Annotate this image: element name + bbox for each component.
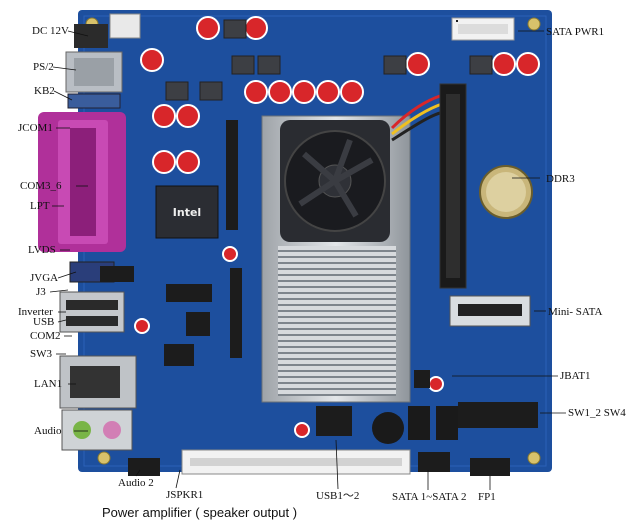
label-usb1-2: USB1～2	[316, 490, 360, 502]
label-mini-sata: Mini- SATA	[548, 306, 603, 318]
audio-jacks	[61, 409, 133, 451]
label-ddr3: DDR3	[546, 173, 575, 185]
label-kb2: KB2	[34, 85, 55, 97]
caption-power-amplifier: Power amplifier ( speaker output )	[102, 505, 298, 520]
capacitors	[134, 16, 540, 438]
mounting-hole	[527, 451, 541, 465]
label-audio2: Audio 2	[118, 477, 154, 489]
dc-jack	[74, 24, 108, 48]
label-com3-6: COM3_6	[20, 180, 62, 192]
sata-port	[408, 406, 430, 440]
kb2-connector	[67, 93, 121, 109]
label-lan1: LAN1	[34, 378, 63, 390]
label-jvga: JVGA	[30, 272, 59, 284]
mounting-hole	[97, 451, 111, 465]
pin-headers	[100, 20, 538, 476]
label-lpt: LPT	[30, 200, 50, 212]
buzzer	[372, 412, 404, 444]
label-usb: USB	[33, 316, 55, 328]
sata-port	[436, 406, 458, 440]
inductors	[165, 19, 493, 101]
leader-lines	[49, 30, 566, 490]
label-sata1-2: SATA 1~SATA 2	[392, 491, 467, 503]
label-sw1-2-sw4: SW1_2 SW4	[568, 407, 626, 419]
mounting-hole	[527, 17, 541, 31]
label-sata-pwr1: SATA PWR1	[546, 26, 605, 38]
label-audio: Audio	[34, 425, 62, 437]
label-j3: J3	[36, 286, 46, 298]
label-sw3: SW3	[30, 348, 52, 360]
chipset	[155, 185, 219, 239]
label-fp1: FP1	[478, 491, 496, 503]
label-jcom1: JCOM1	[18, 122, 53, 134]
label-jspkr1: JSPKR1	[166, 489, 204, 501]
label-inverter: Inverter	[18, 306, 53, 318]
label-lvds: LVDS	[28, 244, 56, 256]
label-ps2: PS/2	[33, 61, 54, 73]
label-com2: COM2	[30, 330, 61, 342]
label-dc-12v: DC 12V	[32, 25, 69, 37]
label-jbat1: JBAT1	[560, 370, 591, 382]
chip-marking: Intel	[173, 206, 201, 219]
